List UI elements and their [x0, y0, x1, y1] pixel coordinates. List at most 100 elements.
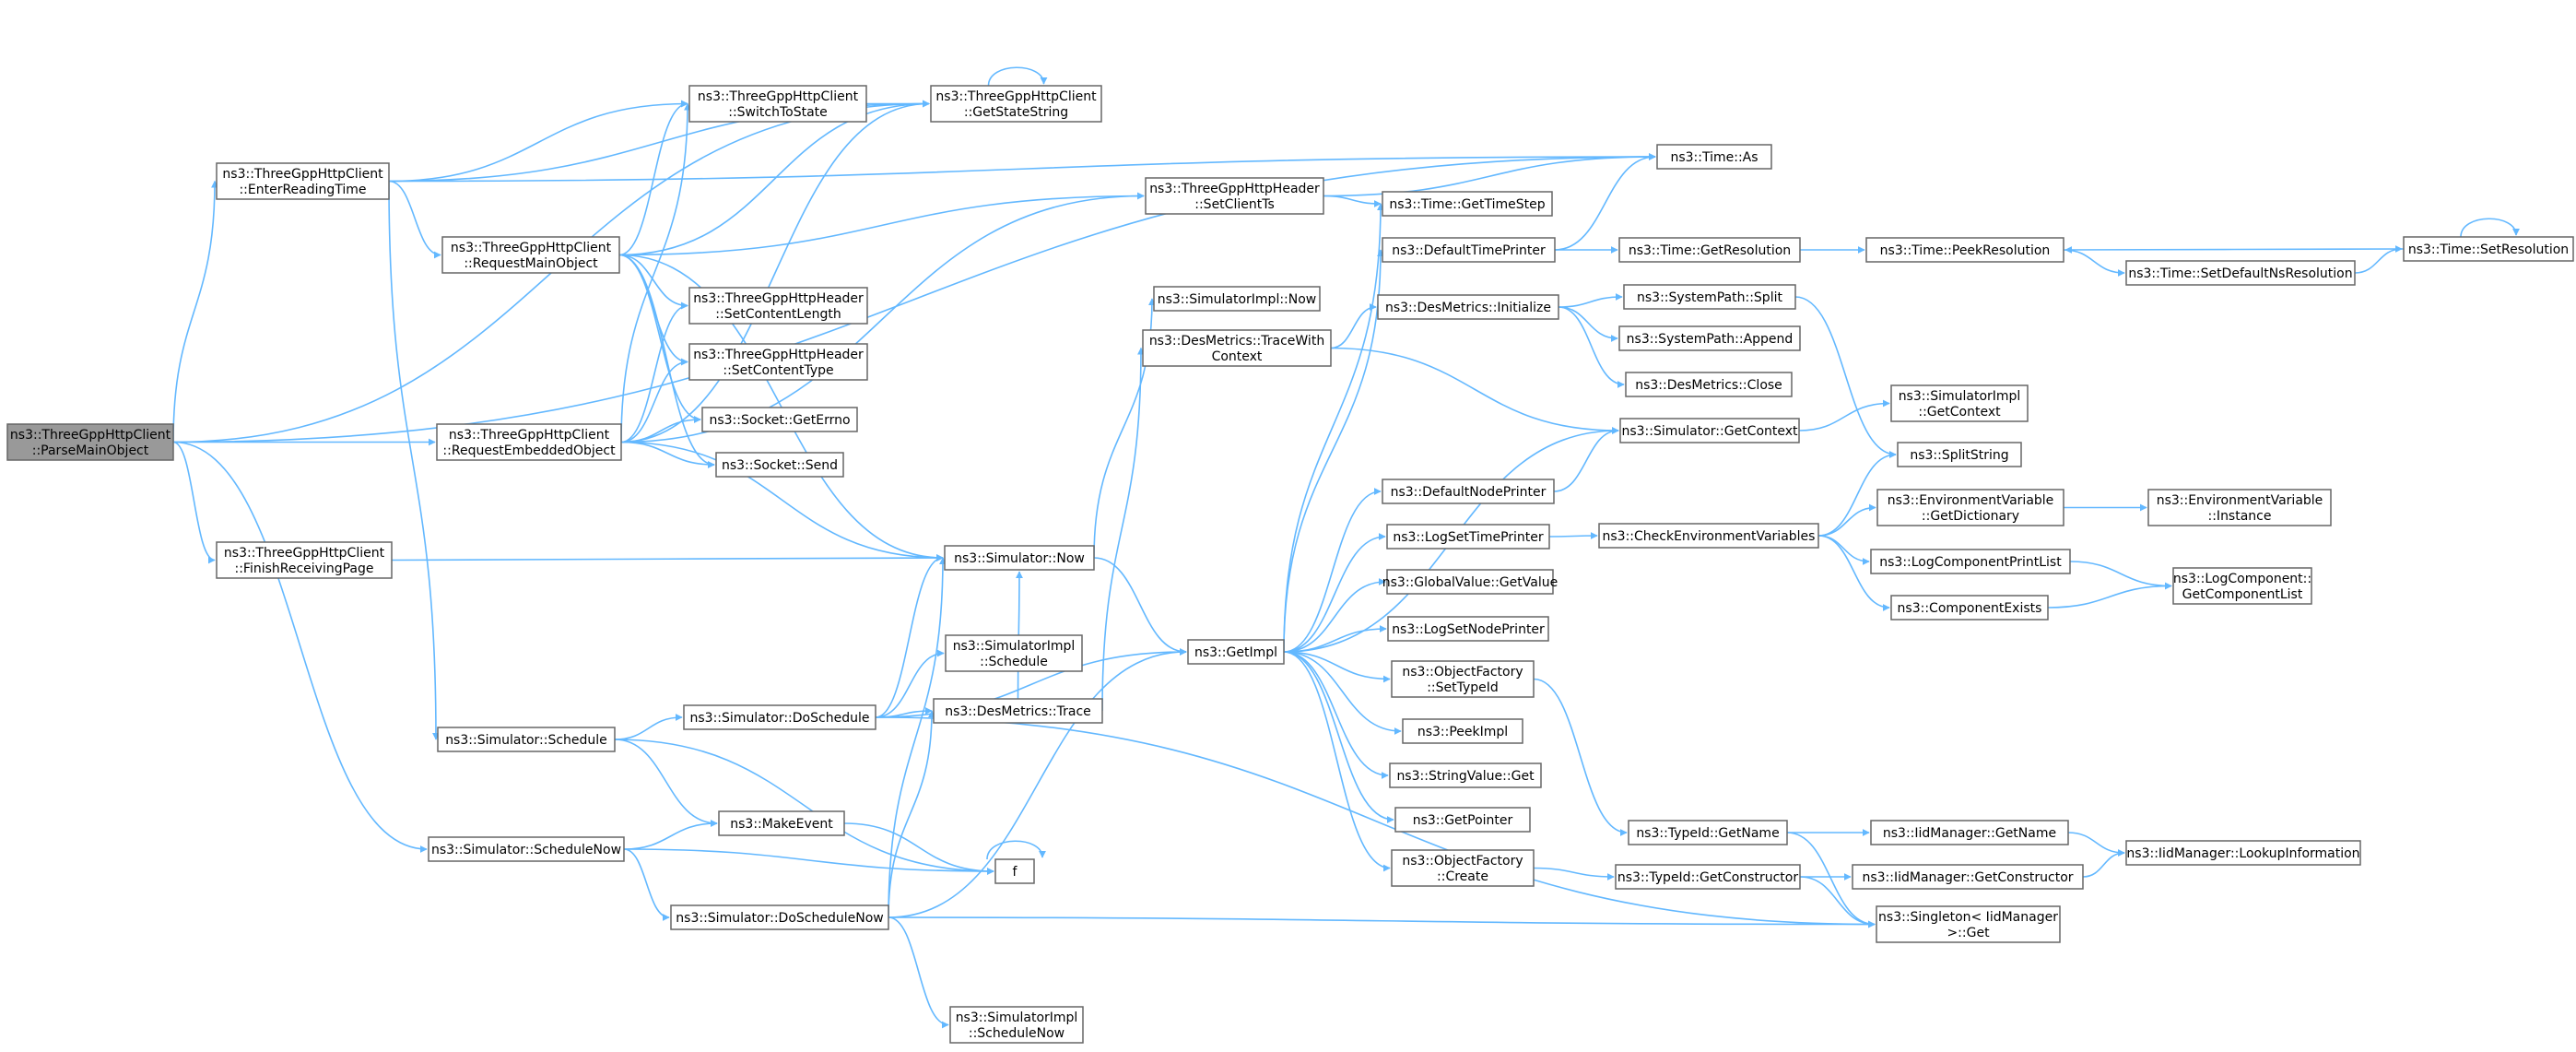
node-label: ::SetContentType	[723, 363, 833, 378]
node-stringValueGet[interactable]: ns3::StringValue::Get	[1389, 762, 1542, 788]
node-setContentLength[interactable]: ns3::ThreeGppHttpHeader::SetContentLengt…	[688, 287, 868, 325]
node-label: ns3::PeekImpl	[1417, 725, 1508, 739]
node-enterReadingTime[interactable]: ns3::ThreeGppHttpClient::EnterReadingTim…	[216, 162, 390, 200]
node-label: ns3::ThreeGppHttpHeader	[693, 348, 864, 362]
edge-parseMainObject-to-finishReceivingPage	[172, 441, 216, 564]
node-logComponentGetList[interactable]: ns3::LogComponent::GetComponentList	[2172, 567, 2312, 605]
node-logComponentPrintList[interactable]: ns3::LogComponentPrintList	[1870, 549, 2071, 574]
node-objectFactorySetTypeId[interactable]: ns3::ObjectFactory::SetTypeId	[1391, 660, 1535, 698]
node-defaultNodePrinter[interactable]: ns3::DefaultNodePrinter	[1382, 479, 1555, 504]
node-typeIdGetConstructor[interactable]: ns3::TypeId::GetConstructor	[1615, 864, 1801, 890]
edge-getImpl-to-logSetTimePrinter	[1283, 533, 1386, 653]
node-requestEmbeddedObject[interactable]: ns3::ThreeGppHttpClient::RequestEmbedded…	[436, 423, 622, 461]
node-box	[688, 85, 867, 123]
edge-path	[843, 822, 994, 875]
node-systemPathSplit[interactable]: ns3::SystemPath::Split	[1623, 284, 1796, 310]
node-peekImpl[interactable]: ns3::PeekImpl	[1402, 718, 1523, 744]
node-logSetTimePrinter[interactable]: ns3::LogSetTimePrinter	[1386, 524, 1550, 550]
node-getStateString[interactable]: ns3::ThreeGppHttpClient::GetStateString	[930, 85, 1102, 123]
node-box	[933, 698, 1103, 724]
edge-path	[172, 180, 218, 443]
node-timeAs[interactable]: ns3::Time::As	[1656, 144, 1772, 170]
node-defaultTimePrinter[interactable]: ns3::DefaultTimePrinter	[1382, 237, 1556, 263]
edge-path	[1817, 535, 1890, 611]
node-box	[2125, 260, 2356, 286]
node-objectFactoryCreate[interactable]: ns3::ObjectFactory::Create	[1391, 849, 1535, 887]
node-simGetContext[interactable]: ns3::Simulator::GetContext	[1619, 418, 1800, 443]
node-desMetricsClose[interactable]: ns3::DesMetrics::Close	[1625, 372, 1793, 397]
node-timePeekResolution[interactable]: ns3::Time::PeekResolution	[1865, 237, 2064, 263]
node-label: ::ParseMainObject	[32, 443, 149, 458]
edge-traceWithContext-to-simGetContext	[1330, 347, 1619, 434]
node-label: ::Instance	[2208, 509, 2272, 524]
node-label: ns3::SimulatorImpl	[956, 1011, 1078, 1025]
node-iidGetConstructor[interactable]: ns3::IidManager::GetConstructor	[1852, 864, 2084, 890]
node-iidLookupInformation[interactable]: ns3::IidManager::LookupInformation	[2125, 840, 2361, 866]
node-simDoScheduleNow[interactable]: ns3::Simulator::DoScheduleNow	[670, 904, 889, 930]
node-socketSend[interactable]: ns3::Socket::Send	[715, 452, 844, 478]
node-box	[1870, 549, 2071, 574]
edge-requestMainObject-to-getStateString	[618, 100, 930, 256]
node-typeIdGetName[interactable]: ns3::TypeId::GetName	[1628, 820, 1788, 845]
node-logSetNodePrinter[interactable]: ns3::LogSetNodePrinter	[1387, 616, 1549, 642]
node-desMetricsInitialize[interactable]: ns3::DesMetrics::Initialize	[1377, 294, 1559, 320]
node-label: ::RequestEmbeddedObject	[442, 443, 616, 458]
edge-path	[1786, 832, 1876, 928]
node-getPointer[interactable]: ns3::GetPointer	[1394, 807, 1531, 833]
node-switchToState[interactable]: ns3::ThreeGppHttpClient::SwitchToState	[688, 85, 867, 123]
node-label: ns3::Time::SetDefaultNsResolution	[2128, 266, 2352, 281]
node-systemPathAppend[interactable]: ns3::SystemPath::Append	[1618, 325, 1801, 351]
node-box	[1625, 372, 1793, 397]
node-componentExists[interactable]: ns3::ComponentExists	[1890, 595, 2049, 621]
edge-path	[1283, 651, 1402, 735]
node-getImpl[interactable]: ns3::GetImpl	[1187, 639, 1285, 665]
node-label: ns3::DesMetrics::TraceWith	[1149, 334, 1324, 349]
node-box	[1386, 524, 1550, 550]
node-simScheduleNow[interactable]: ns3::Simulator::ScheduleNow	[428, 836, 625, 862]
node-timeSetDefaultNsResolution[interactable]: ns3::Time::SetDefaultNsResolution	[2125, 260, 2356, 286]
node-simImplSchedule[interactable]: ns3::SimulatorImpl::Schedule	[945, 634, 1083, 672]
node-iidGetName[interactable]: ns3::IidManager::GetName	[1870, 820, 2069, 845]
edge-path	[1283, 625, 1387, 653]
node-requestMainObject[interactable]: ns3::ThreeGppHttpClient::RequestMainObje…	[441, 236, 620, 274]
edge-traceWithContext-to-desMetricsInitialize	[1330, 303, 1377, 349]
node-label: ns3::ThreeGppHttpClient	[224, 546, 385, 561]
node-socketGetErrno[interactable]: ns3::Socket::GetErrno	[701, 407, 858, 432]
node-timeGetResolution[interactable]: ns3::Time::GetResolution	[1618, 237, 1801, 263]
node-box	[216, 162, 390, 200]
node-timeSetResolution[interactable]: ns3::Time::SetResolution	[2403, 236, 2574, 262]
node-globalValueGetValue[interactable]: ns3::GlobalValue::GetValue	[1382, 569, 1558, 595]
node-parseMainObject[interactable]: ns3::ThreeGppHttpClient::ParseMainObject	[6, 423, 174, 461]
edge-path	[623, 848, 670, 921]
node-box	[1142, 329, 1332, 367]
node-simDoSchedule[interactable]: ns3::Simulator::DoSchedule	[683, 704, 876, 730]
edge-requestEmbeddedObject-to-setContentType	[620, 358, 688, 443]
node-label: ns3::DefaultTimePrinter	[1392, 243, 1546, 258]
node-setContentType[interactable]: ns3::ThreeGppHttpHeader::SetContentType	[688, 343, 868, 381]
node-simSchedule[interactable]: ns3::Simulator::Schedule	[437, 727, 616, 752]
node-splitString[interactable]: ns3::SplitString	[1897, 442, 2022, 467]
node-envVarInstance[interactable]: ns3::EnvironmentVariable::Instance	[2147, 489, 2332, 526]
node-box	[930, 85, 1102, 123]
node-simNow[interactable]: ns3::Simulator::Now	[944, 545, 1095, 571]
node-desMetricsTrace[interactable]: ns3::DesMetrics::Trace	[933, 698, 1103, 724]
edge-path	[986, 840, 1046, 860]
node-simImplNow[interactable]: ns3::SimulatorImpl::Now	[1153, 286, 1321, 312]
node-setClientTs[interactable]: ns3::ThreeGppHttpHeader::SetClientTs	[1145, 177, 1324, 215]
node-label: ns3::ThreeGppHttpHeader	[693, 291, 864, 306]
edge-path	[1093, 557, 1187, 656]
node-simImplGetContext[interactable]: ns3::SimulatorImpl::GetContext	[1890, 384, 2029, 422]
node-envVarGetDictionary[interactable]: ns3::EnvironmentVariable::GetDictionary	[1876, 489, 2064, 526]
edge-path	[614, 739, 994, 875]
node-makeEvent[interactable]: ns3::MakeEvent	[718, 810, 845, 836]
edge-path	[388, 181, 440, 740]
node-f[interactable]: f	[994, 858, 1035, 884]
node-timeGetTimeStep[interactable]: ns3::Time::GetTimeStep	[1382, 191, 1553, 217]
edge-path	[1798, 399, 1890, 431]
node-finishReceivingPage[interactable]: ns3::ThreeGppHttpClient::FinishReceiving…	[216, 541, 393, 579]
node-singletonGet[interactable]: ns3::Singleton< IidManager >::Get	[1876, 905, 2061, 943]
edge-path	[1533, 867, 1615, 881]
node-checkEnvVars[interactable]: ns3::CheckEnvironmentVariables	[1598, 523, 1819, 549]
node-simImplScheduleNow[interactable]: ns3::SimulatorImpl::ScheduleNow	[949, 1006, 1084, 1044]
